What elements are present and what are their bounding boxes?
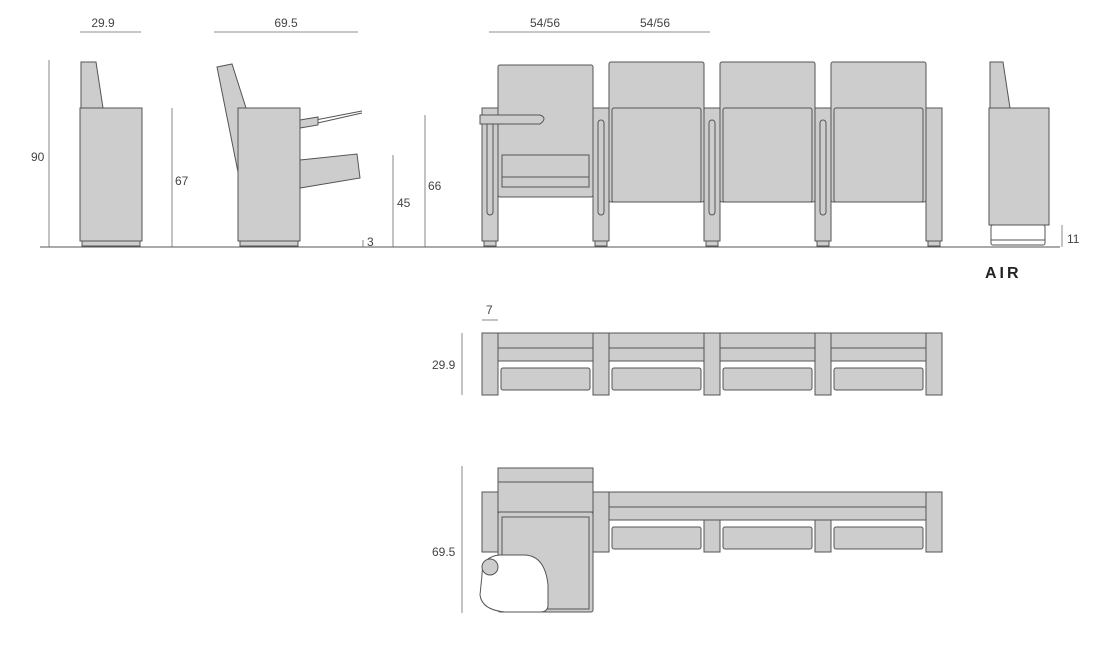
dimension-plan-depth-open: 69.5 (432, 466, 463, 613)
dimension-armrest-height: 67 (171, 108, 189, 247)
label-beam-height: 11 (1067, 232, 1080, 246)
label-side-depth: 69.5 (274, 16, 298, 30)
brand-label: AIR (985, 265, 1022, 282)
side-view-open (216, 63, 363, 247)
label-tablet-height: 66 (428, 179, 442, 193)
arm-3 (703, 107, 721, 242)
dimension-total-height: 90 (31, 60, 50, 247)
arm-5 (925, 107, 943, 242)
arm-4 (814, 107, 832, 242)
dimension-arm-width: 7 (482, 303, 498, 321)
dimension-side-width: 29.9 (80, 16, 141, 33)
side-view-end (988, 61, 1050, 246)
label-seat-pitch-2: 54/56 (640, 16, 670, 30)
label-arm-width: 7 (486, 303, 493, 317)
label-total-height: 90 (31, 150, 45, 164)
seat-3-cushion (722, 107, 813, 203)
label-side-width: 29.9 (91, 16, 115, 30)
label-seat-height: 45 (397, 196, 411, 210)
dimension-seat-height: 45 (392, 155, 411, 247)
dimension-side-depth: 69.5 (214, 16, 358, 33)
dimension-tablet-height: 66 (424, 115, 442, 247)
label-floor-gap: 3 (367, 235, 374, 249)
label-plan-depth-closed: 29.9 (432, 358, 456, 372)
label-armrest-height: 67 (175, 174, 189, 188)
dimension-beam-height: 11 (1061, 225, 1080, 247)
plan-view-open (479, 467, 943, 613)
dimension-seat-pitch-1: 54/56 (489, 16, 600, 33)
arm-1 (481, 107, 499, 242)
writing-tablet (479, 114, 545, 125)
dimension-plan-depth-closed: 29.9 (432, 333, 463, 395)
seat-1-cushion (501, 154, 590, 188)
seat-4-cushion (833, 107, 924, 203)
seat-2-cushion (611, 107, 702, 203)
plan-view-closed (481, 332, 943, 396)
label-plan-depth-open: 69.5 (432, 545, 456, 559)
dimension-floor-gap: 3 (362, 235, 374, 249)
arm-2 (592, 107, 610, 242)
side-view-closed (79, 61, 143, 247)
label-seat-pitch-1: 54/56 (530, 16, 560, 30)
front-elevation (479, 61, 943, 247)
dimension-seat-pitch-2: 54/56 (600, 16, 710, 33)
